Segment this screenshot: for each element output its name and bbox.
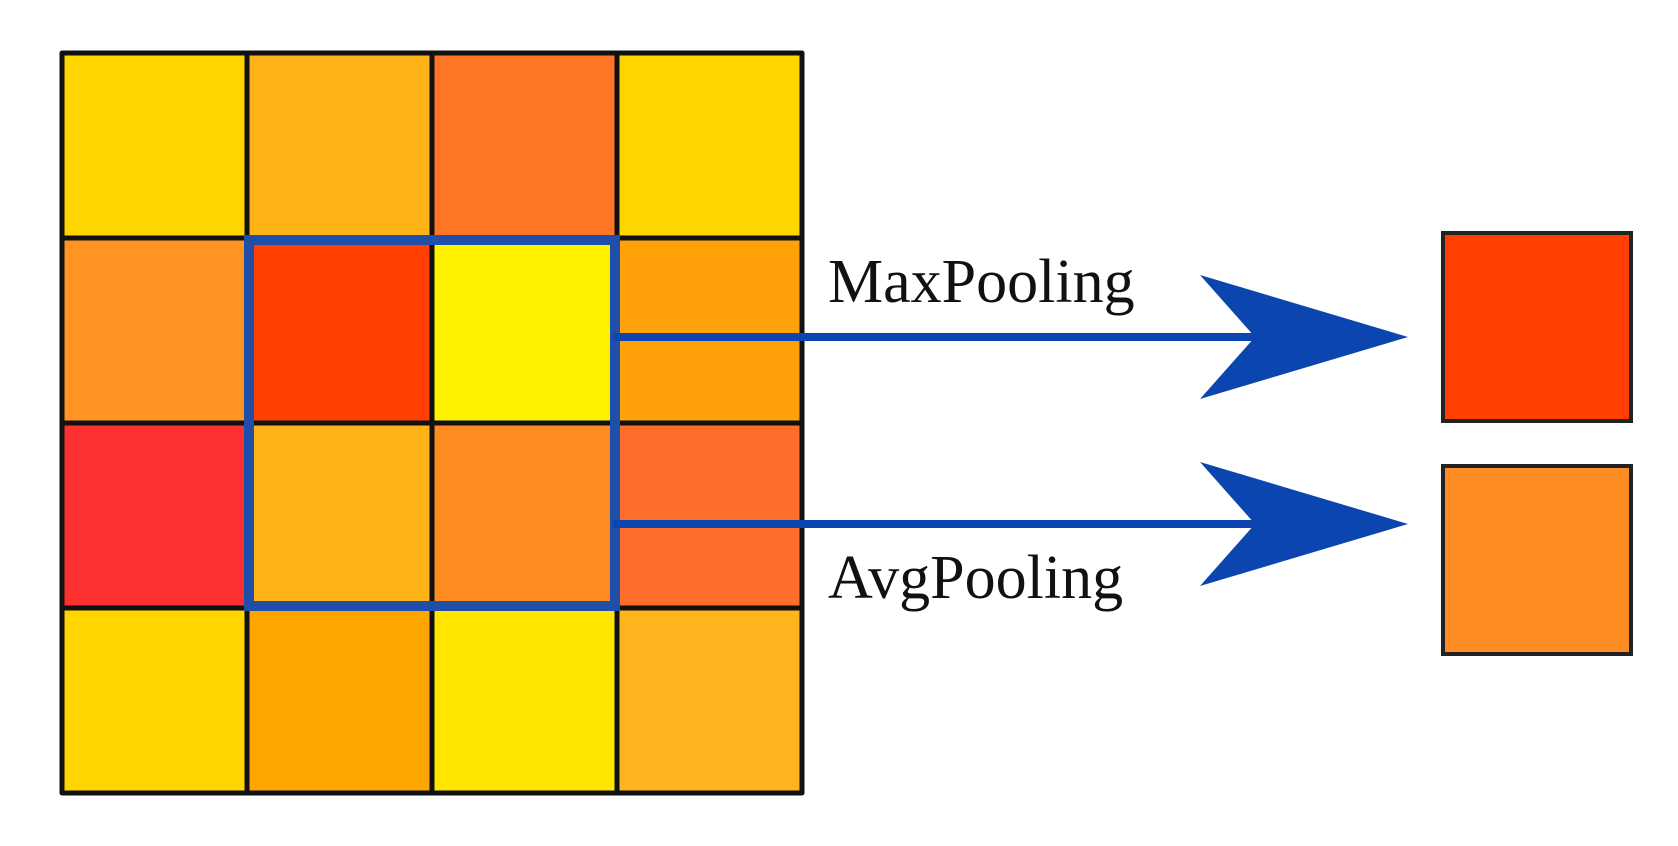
avg-pooling-result-cell <box>1441 464 1633 656</box>
grid-cell-r2-c1 <box>244 420 435 611</box>
grid-cell-r3-c3 <box>614 605 805 796</box>
max-pooling-result-cell <box>1441 231 1633 423</box>
max-pooling-branch: MaxPooling <box>613 231 1633 423</box>
avg-pooling-label: AvgPooling <box>828 544 1123 612</box>
grid-cell-r1-c3 <box>614 235 805 426</box>
grid-cell-r2-c0 <box>59 420 250 611</box>
grid-cell-r0-c1 <box>244 50 435 241</box>
grid-cell-r0-c2 <box>429 50 620 241</box>
max-pooling-label: MaxPooling <box>828 248 1135 316</box>
grid-cell-r0-c3 <box>614 50 805 241</box>
grid-cell-r3-c1 <box>244 605 435 796</box>
avg-pooling-branch: AvgPooling <box>613 462 1633 656</box>
grid-cell-r3-c0 <box>59 605 250 796</box>
avg-pooling-arrow-icon <box>1200 462 1408 586</box>
grid-cell-r0-c0 <box>59 50 250 241</box>
input-feature-map <box>59 50 805 796</box>
grid-cell-r1-c2 <box>429 235 620 426</box>
pooling-window-outline <box>244 235 620 611</box>
max-pooling-arrow-icon <box>1200 275 1408 399</box>
grid-cell-r2-c2 <box>429 420 620 611</box>
grid-cell-r1-c1 <box>244 235 435 426</box>
grid-cell-r2-c3 <box>614 420 805 611</box>
grid-cell-r3-c2 <box>429 605 620 796</box>
grid-cell-r1-c0 <box>59 235 250 426</box>
